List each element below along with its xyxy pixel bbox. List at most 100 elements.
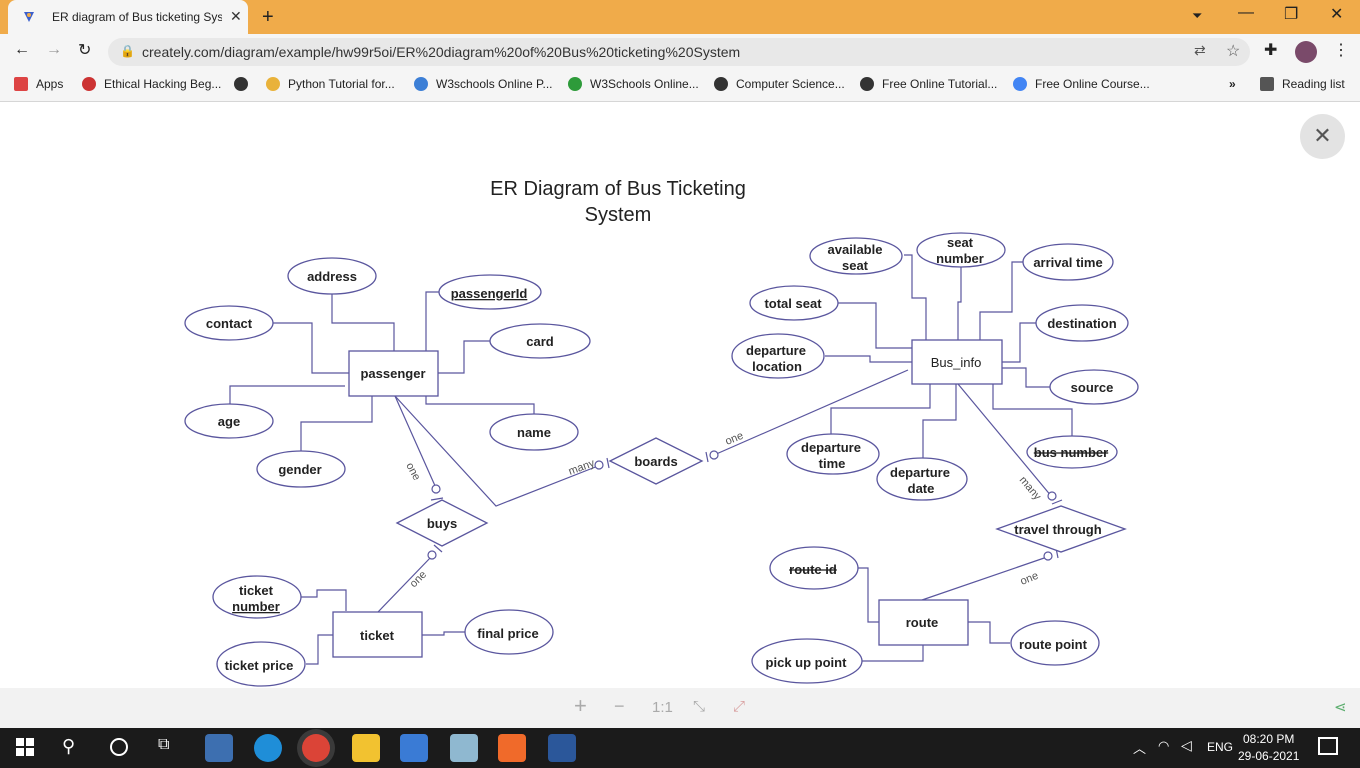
notifications-icon[interactable]	[1318, 737, 1338, 755]
fit-screen-icon[interactable]: ⤡	[693, 698, 706, 715]
maximize-icon[interactable]: ❐	[1284, 6, 1299, 23]
bookmark-free-online-course[interactable]: Free Online Course...	[1013, 77, 1150, 91]
attr-departure-location[interactable]	[731, 333, 825, 379]
departure-date-label-1: departure	[890, 465, 950, 480]
attr-final-price[interactable]	[464, 609, 554, 655]
desktop-app-icon[interactable]	[205, 734, 233, 762]
bookmark-apps[interactable]: Apps	[14, 77, 63, 91]
volume-icon[interactable]: ◁	[1181, 737, 1192, 753]
task-view-icon[interactable]: ⧉	[158, 736, 170, 753]
bookmark-star-icon[interactable]: ☆	[1226, 43, 1241, 60]
attr-ticket-number[interactable]	[212, 575, 302, 619]
bookmarks-overflow-icon[interactable]: »	[1229, 77, 1236, 91]
attr-age[interactable]	[184, 403, 274, 439]
bookmark-ethical-hacking[interactable]: Ethical Hacking Beg...	[82, 77, 221, 91]
windows-taskbar: ⚲ ⧉ ︿ ◠ ◁ ENG 08:20 PM 29-06-2021	[0, 728, 1360, 768]
bookmark-free-online-tutorial[interactable]: Free Online Tutorial...	[860, 77, 997, 91]
tab-search-icon[interactable]: ⏷	[1192, 8, 1203, 23]
attr-gender[interactable]	[256, 450, 346, 488]
arrival-time-label: arrival time	[1033, 255, 1102, 270]
chrome-icon[interactable]	[302, 734, 330, 762]
store-icon[interactable]	[400, 734, 428, 762]
attr-bus-number[interactable]	[1026, 435, 1118, 469]
card-one-boards: one	[724, 430, 746, 448]
tray-chevron-icon[interactable]: ︿	[1133, 741, 1147, 756]
browser-toolbar: ← → ↻ 🔒 creately.com/diagram/example/hw9…	[0, 34, 1360, 70]
address-bar[interactable]: 🔒 creately.com/diagram/example/hw99r5oi/…	[108, 38, 1250, 66]
route-point-label: route point	[1019, 637, 1088, 652]
back-icon[interactable]: ←	[14, 41, 30, 58]
attr-card[interactable]	[489, 323, 591, 359]
ticket-number-label-1: ticket	[239, 583, 274, 598]
wifi-icon[interactable]: ◠	[1158, 738, 1170, 753]
file-explorer-icon[interactable]	[352, 734, 380, 762]
departure-time-label-2: time	[819, 456, 846, 471]
attr-route-point[interactable]	[1010, 620, 1100, 666]
menu-icon[interactable]: ⋮	[1333, 42, 1349, 59]
close-viewer-button[interactable]: ✕	[1300, 114, 1345, 159]
zoom-in-button[interactable]: +	[574, 693, 587, 718]
attr-source[interactable]	[1049, 369, 1139, 405]
passenger-label: passenger	[360, 366, 425, 381]
profile-avatar[interactable]	[1295, 41, 1317, 63]
attr-passengerid[interactable]	[438, 274, 542, 310]
relationship-boards[interactable]	[608, 437, 704, 485]
entity-ticket[interactable]	[332, 611, 423, 658]
share-icon[interactable]: ⋖	[1334, 699, 1347, 716]
bookmark-globe[interactable]	[234, 77, 256, 91]
destination-label: destination	[1047, 316, 1116, 331]
extensions-icon[interactable]: ✚	[1264, 42, 1278, 59]
entity-route[interactable]	[878, 599, 969, 646]
cortana-icon[interactable]	[110, 738, 128, 756]
translate-icon[interactable]: ⇄	[1194, 42, 1206, 58]
window-close-icon[interactable]: ✕	[1330, 6, 1344, 23]
word-icon[interactable]	[548, 734, 576, 762]
attr-available-seat[interactable]	[809, 237, 903, 275]
edge-icon[interactable]	[254, 734, 282, 762]
xampp-icon[interactable]	[498, 734, 526, 762]
entity-passenger[interactable]	[348, 350, 439, 397]
attr-ticket-price[interactable]	[216, 641, 306, 687]
new-tab-icon[interactable]: +	[262, 6, 274, 28]
name-label: name	[517, 425, 551, 440]
minimize-icon[interactable]: —	[1238, 4, 1254, 21]
reload-icon[interactable]: ↻	[78, 42, 92, 59]
lock-icon[interactable]: 🔒	[120, 44, 135, 58]
diagram-canvas[interactable]: ✕	[0, 102, 1360, 688]
attr-name[interactable]	[489, 413, 579, 451]
relationship-buys[interactable]	[395, 499, 489, 547]
zoom-out-button[interactable]: −	[614, 696, 625, 716]
relationship-travel-through[interactable]	[995, 505, 1127, 553]
attr-contact[interactable]	[184, 305, 274, 341]
bookmark-python-tutorial[interactable]: Python Tutorial for...	[266, 77, 395, 91]
bookmark-w3schools-p[interactable]: W3schools Online P...	[414, 77, 553, 91]
attr-departure-date[interactable]	[876, 457, 968, 501]
close-icon: ✕	[1313, 123, 1332, 148]
fullscreen-icon[interactable]: ⤢	[733, 698, 746, 715]
attr-route-id[interactable]	[769, 546, 859, 590]
reading-list-button[interactable]: Reading list	[1260, 77, 1345, 91]
forward-icon[interactable]: →	[46, 41, 62, 58]
card-one-buys-bottom: one	[408, 569, 429, 590]
attr-arrival-time[interactable]	[1022, 243, 1114, 281]
windows-start-icon[interactable]	[16, 738, 34, 756]
attr-total-seat[interactable]	[749, 285, 839, 321]
system-clock[interactable]: 08:20 PM 29-06-2021	[1238, 731, 1299, 765]
notes-app-icon[interactable]	[450, 734, 478, 762]
bookmark-w3schools[interactable]: W3Schools Online...	[568, 77, 699, 91]
browser-tab[interactable]: ER diagram of Bus ticketing Syste ✕	[8, 0, 248, 34]
attr-address[interactable]	[287, 257, 377, 295]
zoom-reset-button[interactable]: 1:1	[652, 699, 673, 716]
ticket-number-label-2: number	[232, 599, 280, 614]
entity-bus-info[interactable]	[911, 339, 1003, 385]
bus-number-label: bus number	[1034, 445, 1108, 460]
attr-departure-time[interactable]	[786, 433, 880, 475]
tab-close-icon[interactable]: ✕	[230, 8, 242, 24]
language-indicator[interactable]: ENG	[1207, 740, 1234, 754]
bookmark-computer-science[interactable]: Computer Science...	[714, 77, 845, 91]
attr-seat-number[interactable]	[916, 232, 1006, 268]
attr-pick-up-point[interactable]	[751, 638, 863, 684]
gender-label: gender	[278, 462, 321, 477]
search-icon[interactable]: ⚲	[62, 736, 76, 756]
attr-destination[interactable]	[1035, 304, 1129, 342]
